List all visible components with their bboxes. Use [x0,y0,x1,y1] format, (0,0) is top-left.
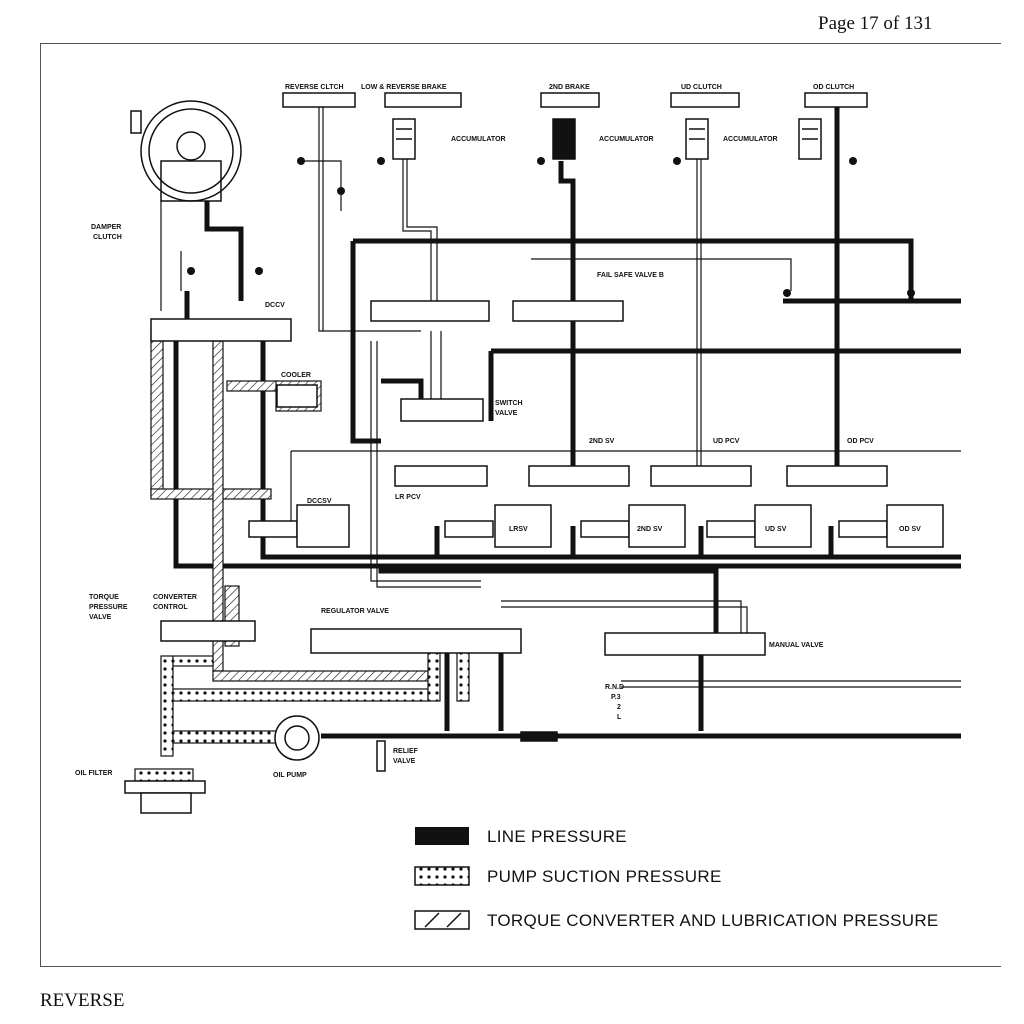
second-sv-label: 2ND SV [637,526,663,533]
shift-position-3: 2 [617,704,621,711]
check-balls [187,157,915,297]
od-pcv-label: OD PCV [847,438,874,445]
dccv-label: DCCV [265,302,285,309]
manual-valve-label: MANUAL VALVE [769,642,824,649]
damper-clutch-label-1: DAMPER [91,224,121,231]
legend-swatch-suction [414,866,470,886]
suction-paths [134,650,470,782]
oil-pump-label: OIL PUMP [273,772,307,779]
oil-filter-label: OIL FILTER [75,770,112,777]
lrsv-label: LRSV [509,526,528,533]
pump-group [124,715,558,814]
second-brake-label: 2ND BRAKE [549,84,590,91]
torque-pressure-valve-label-2: PRESSURE [89,604,128,611]
accumulators [392,118,822,160]
accumulator-label-3: ACCUMULATOR [723,136,778,143]
cooler-label: COOLER [281,372,311,379]
reverse-clutch-label: REVERSE CLTCH [285,84,344,91]
torque-pressure-valve-label-3: VALVE [89,614,112,621]
solenoids [296,504,944,548]
converter-control-label-1: CONVERTER [153,594,197,601]
regulator-valve-label: REGULATOR VALVE [321,608,389,615]
torque-pressure-valve-label-1: TORQUE [89,594,119,601]
shift-position-4: L [617,714,622,721]
legend-label-line: LINE PRESSURE [487,827,627,846]
thin-lines [160,107,961,688]
shift-position-1: R.N.D [605,684,624,691]
page-number: Page 17 of 131 [818,13,933,34]
top-components [282,92,868,108]
line-pressure-paths [173,107,961,739]
diagram-frame: REVERSE CLTCH LOW & REVERSE BRAKE 2ND BR… [40,43,1001,967]
cooler-box [276,384,318,408]
converter-control-label-2: CONTROL [153,604,188,611]
accumulator-label-1: ACCUMULATOR [451,136,506,143]
damper-clutch-label-2: CLUTCH [93,234,122,241]
accumulator-label-2: ACCUMULATOR [599,136,654,143]
fail-safe-valve-b-label: FAIL SAFE VALVE B [597,272,664,279]
torque-converter [130,100,242,202]
hydraulic-circuit-diagram: REVERSE CLTCH LOW & REVERSE BRAKE 2ND BR… [75,84,961,930]
relief-valve-label-1: RELIEF [393,748,419,755]
low-reverse-brake-label: LOW & REVERSE BRAKE [361,84,447,91]
page-caption: REVERSE [40,990,125,1011]
ud-clutch-label: UD CLUTCH [681,84,722,91]
legend-label-suction: PUMP SUCTION PRESSURE [487,867,722,886]
legend-label-torque: TORQUE CONVERTER AND LUBRICATION PRESSUR… [487,911,939,930]
second-sv-top-label: 2ND SV [589,438,615,445]
dccsv-label: DCCSV [307,498,332,505]
legend: LINE PRESSURE PUMP SUCTION PRESSURE TORQ… [414,827,939,930]
ud-sv-label: UD SV [765,526,787,533]
switch-valve-label-2: VALVE [495,410,518,417]
valve-bodies [150,300,888,656]
legend-swatch-line [415,827,469,845]
relief-valve-label-2: VALVE [393,758,416,765]
switch-valve-label-1: SWITCH [495,400,523,407]
shift-position-2: P.3 [611,694,621,701]
od-clutch-label: OD CLUTCH [813,84,854,91]
od-sv-label: OD SV [899,526,921,533]
ud-pcv-label: UD PCV [713,438,740,445]
lr-pcv-label: LR PCV [395,494,421,501]
